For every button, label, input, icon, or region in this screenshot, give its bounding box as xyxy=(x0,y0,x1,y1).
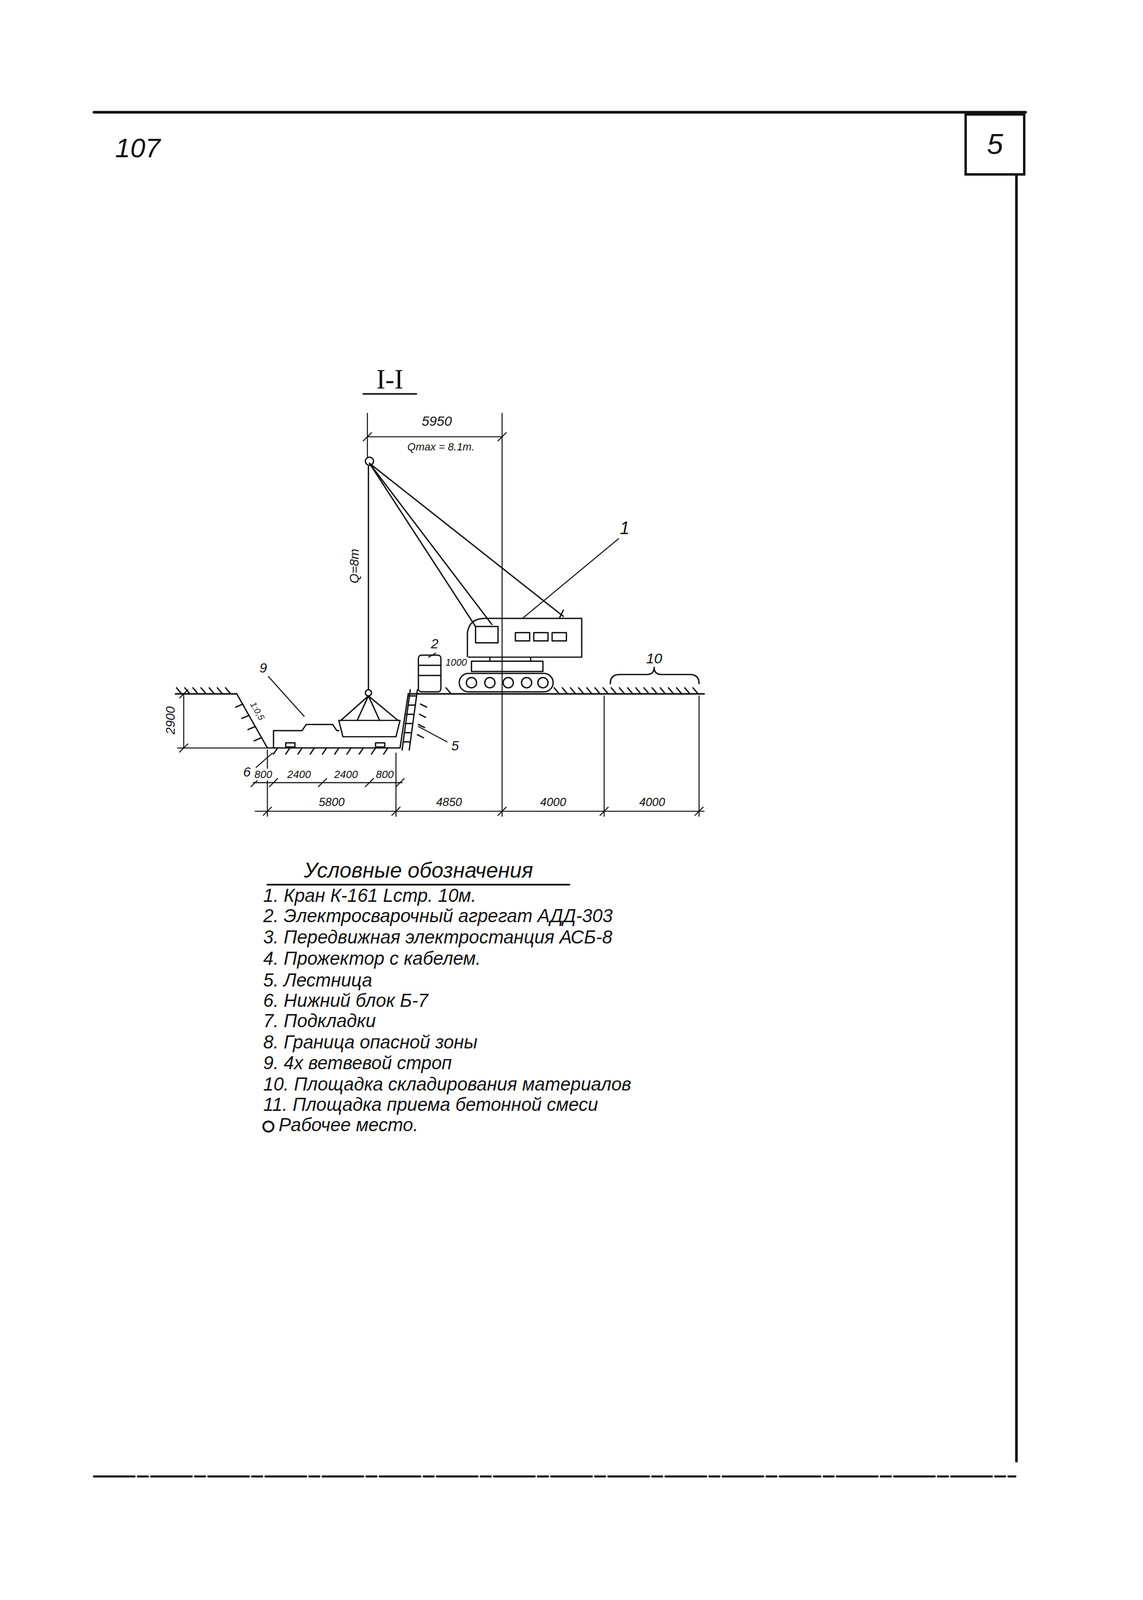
callout-number: 9 xyxy=(257,661,269,677)
dimension-value: 4000 xyxy=(637,795,667,809)
slope-ratio: 1:0,5 xyxy=(247,699,267,724)
legend-line: 1. Кран К-161 Lстр. 10м. xyxy=(263,886,477,907)
dimension-value: 800 xyxy=(374,768,396,781)
callout-number: 2 xyxy=(429,636,441,652)
dimension-value: 2400 xyxy=(285,768,313,781)
dimension-value: 4850 xyxy=(434,795,464,809)
dimension-value: 5800 xyxy=(317,795,346,809)
legend-line: 6. Нижний блок Б-7 xyxy=(263,991,429,1012)
legend-heading: Условные обозначения xyxy=(303,858,534,883)
legend-line: 3. Передвижная электростанция АСБ-8 xyxy=(263,927,613,948)
callout-number: 6 xyxy=(241,765,253,781)
dimension-value: 5950 xyxy=(420,414,453,430)
dimension-value: 2900 xyxy=(163,705,178,737)
dimension-value: 4000 xyxy=(538,795,568,809)
legend-line: 2. Электросварочный агрегат АДД-303 xyxy=(263,906,613,927)
page-number: 107 xyxy=(115,133,161,164)
sheet-number: 5 xyxy=(987,128,1004,161)
callout-number: 10 xyxy=(644,650,664,667)
legend-line: 11. Площадка приема бетонной смеси xyxy=(263,1095,599,1116)
callout-number: 1 xyxy=(618,519,632,539)
legend-line: 4. Прожектор с кабелем. xyxy=(263,948,482,970)
dimension-value: 800 xyxy=(253,768,274,781)
callout-number: 5 xyxy=(450,738,461,754)
legend-line: 10. Площадка складирования материалов xyxy=(263,1074,632,1096)
load-capacity: Qmax = 8.1т. xyxy=(406,441,477,453)
legend-line: Рабочее место. xyxy=(278,1115,419,1136)
legend-line: 8. Граница опасной зоны xyxy=(263,1032,478,1053)
dimension-value: 1000 xyxy=(443,657,469,668)
load-capacity: Q=8т xyxy=(347,547,362,586)
legend-line: 5. Лестница xyxy=(263,970,373,992)
legend-line: 9. 4х ветвевой строп xyxy=(263,1053,452,1074)
legend-line: 7. Подкладки xyxy=(263,1011,376,1032)
section-title: I-I xyxy=(376,364,404,395)
dimension-value: 2400 xyxy=(332,768,360,781)
sheet-number-box: 5 xyxy=(964,113,1026,176)
